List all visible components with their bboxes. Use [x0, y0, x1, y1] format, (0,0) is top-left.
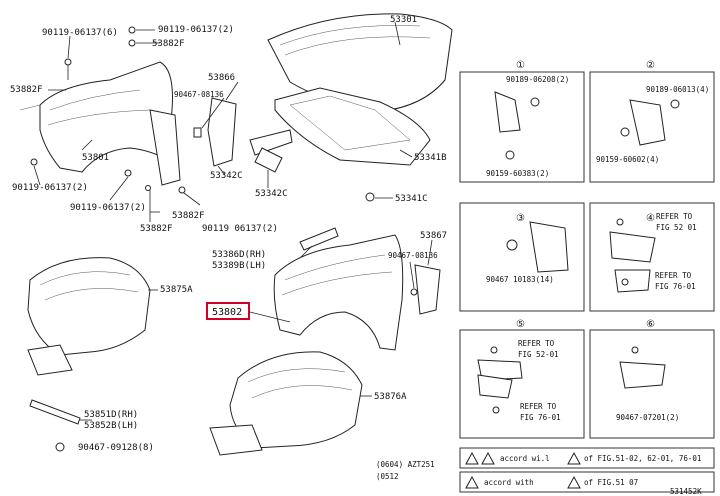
panel-2-part-b: 90159-60602(4)	[596, 155, 659, 164]
label-53852B: 53852B(LH)	[84, 421, 138, 431]
label-53866: 53866	[208, 73, 235, 83]
panel-5-number: ⑤	[516, 319, 525, 330]
label-53867: 53867	[420, 231, 447, 241]
label-53882F-left: 53882F	[10, 85, 43, 95]
leader-lines-left	[33, 29, 201, 222]
label-90467-09128: 90467-09128(8)	[78, 443, 154, 453]
note-2-ref: of FIG.51 07	[584, 478, 638, 487]
detail-panel-2	[589, 71, 715, 183]
label-53389B: 53389B(LH)	[212, 261, 266, 271]
figure-code: 531452K	[670, 487, 702, 496]
label-53802: 53802	[212, 307, 242, 318]
panel-4-ref-a-1: REFER TO	[656, 212, 693, 221]
label-53386D: 53386D(RH)	[212, 250, 266, 260]
panel-3-number: ③	[516, 213, 525, 224]
date-code-2: (0512	[376, 472, 399, 481]
seal-53866	[193, 81, 293, 188]
note-2-text: accord with	[484, 478, 534, 487]
panel-6-number: ⑥	[646, 319, 655, 330]
liner-53876A	[209, 351, 372, 456]
label-90467-08136-b: 90467-08136	[388, 251, 438, 260]
highlight-53802	[206, 302, 250, 320]
note-1-ref: of FIG.51-02, 62-01, 76-01	[584, 454, 701, 463]
label-53341B: 53341B	[414, 153, 447, 163]
panel-4-ref-a-2: FIG 52 01	[656, 223, 697, 232]
panel-4-number: ④	[646, 213, 655, 224]
label-53882F-mid: 53882F	[172, 211, 205, 221]
panel-2-number: ②	[646, 60, 655, 71]
liner-53875A	[27, 257, 158, 376]
label-53342C-a: 53342C	[210, 171, 243, 181]
bolt-icons-left	[30, 26, 186, 194]
label-53301: 53301	[390, 15, 417, 25]
detail-panel-6	[589, 329, 715, 439]
panel-5-ref-b-1: REFER TO	[520, 402, 557, 411]
bracket-53851D	[29, 399, 92, 452]
label-53851D: 53851D(RH)	[84, 410, 138, 420]
fender-53802	[249, 227, 441, 351]
label-53882F-top: 53882F	[152, 39, 185, 49]
detail-panel-4	[589, 202, 715, 312]
label-53876A: 53876A	[374, 392, 407, 402]
label-53801: 53801	[82, 153, 109, 163]
detail-panel-1	[459, 71, 585, 183]
panel-5-ref-a-1: REFER TO	[518, 339, 555, 348]
panel-4-ref-b-1: REFER TO	[655, 271, 692, 280]
panel-3-part-a: 90467 10183(14)	[486, 275, 554, 284]
label-90119-06137-6: 90119-06137(6)	[42, 28, 118, 38]
label-90119-06137-2-left: 90119-06137(2)	[12, 183, 88, 193]
fender-53801	[19, 61, 181, 186]
panel-1-number: ①	[516, 60, 525, 71]
label-53342C-b: 53342C	[255, 189, 288, 199]
label-90119-06137-2-right: 90119 06137(2)	[202, 224, 278, 234]
notes-box	[459, 447, 715, 493]
panel-1-part-b: 90159-60383(2)	[486, 169, 549, 178]
label-90467-08136-a: 90467-08136	[174, 90, 224, 99]
panel-6-part-a: 90467-07201(2)	[616, 413, 679, 422]
panel-5-ref-a-2: FIG 52-01	[518, 350, 559, 359]
detail-panel-5	[459, 329, 585, 439]
label-90119-06137-2-top: 90119-06137(2)	[158, 25, 234, 35]
label-53341C: 53341C	[395, 194, 428, 204]
detail-panel-3	[459, 202, 585, 312]
hood-53301	[267, 13, 453, 202]
panel-2-part-a: 90189-06013(4)	[646, 85, 709, 94]
panel-5-ref-b-2: FIG 76-01	[520, 413, 561, 422]
panel-1-part-a: 90189-06208(2)	[506, 75, 569, 84]
date-code-1: (0604) AZT251	[376, 460, 435, 469]
panel-4-ref-b-2: FIG 76-01	[655, 282, 696, 291]
label-53875A: 53875A	[160, 285, 193, 295]
label-53882F-bottom: 53882F	[140, 224, 173, 234]
note-1-text: accord wi.l	[500, 454, 550, 463]
label-90119-06137-2-bottom: 90119-06137(2)	[70, 203, 146, 213]
